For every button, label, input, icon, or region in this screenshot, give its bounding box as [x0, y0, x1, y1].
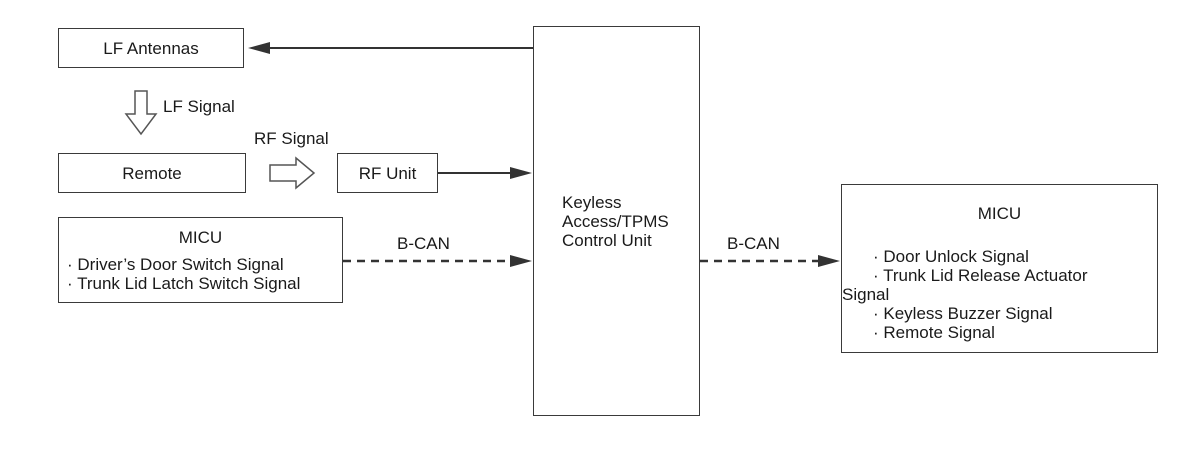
micu-right-box: MICU · Door Unlock Signal · Trunk Lid Re…	[841, 184, 1158, 353]
micu-left-box: MICU · Driver’s Door Switch Signal · Tru…	[58, 217, 343, 303]
control-unit-line-2: Access/TPMS	[562, 212, 669, 231]
arrow-rf-unit-to-control	[438, 167, 532, 179]
micu-right-item-trunk-release: · Trunk Lid Release Actuator	[873, 266, 1088, 285]
arrow-control-to-lf-antennas	[248, 42, 533, 54]
rf-signal-hollow-arrow	[269, 156, 316, 190]
lf-antennas-box: LF Antennas	[58, 28, 244, 68]
control-unit-box: Keyless Access/TPMS Control Unit	[533, 26, 700, 416]
control-unit-line-1: Keyless	[562, 193, 622, 212]
micu-left-title: MICU	[178, 228, 223, 247]
lf-signal-hollow-arrow	[124, 90, 158, 136]
arrow-bcan-control-to-micu	[700, 255, 840, 267]
bcan-right-label: B-CAN	[727, 234, 780, 253]
rf-signal-label: RF Signal	[254, 129, 329, 148]
rf-unit-label: RF Unit	[358, 163, 417, 183]
arrow-bcan-micu-to-control	[343, 255, 532, 267]
micu-right-item-door-unlock: · Door Unlock Signal	[873, 247, 1029, 266]
lf-signal-label: LF Signal	[163, 97, 235, 116]
rf-unit-box: RF Unit	[337, 153, 438, 193]
micu-right-title: MICU	[977, 204, 1022, 223]
micu-left-item-driver-door: · Driver’s Door Switch Signal	[67, 255, 284, 274]
micu-right-item-trunk-release-cont: Signal	[842, 285, 890, 304]
micu-right-item-keyless-buzzer: · Keyless Buzzer Signal	[873, 304, 1053, 323]
remote-label: Remote	[122, 163, 182, 183]
micu-left-item-trunk-latch: · Trunk Lid Latch Switch Signal	[67, 274, 301, 293]
lf-antennas-label: LF Antennas	[103, 38, 199, 58]
micu-right-item-remote-signal: · Remote Signal	[873, 323, 995, 342]
remote-box: Remote	[58, 153, 246, 193]
control-unit-line-3: Control Unit	[562, 231, 652, 250]
bcan-left-label: B-CAN	[397, 234, 450, 253]
